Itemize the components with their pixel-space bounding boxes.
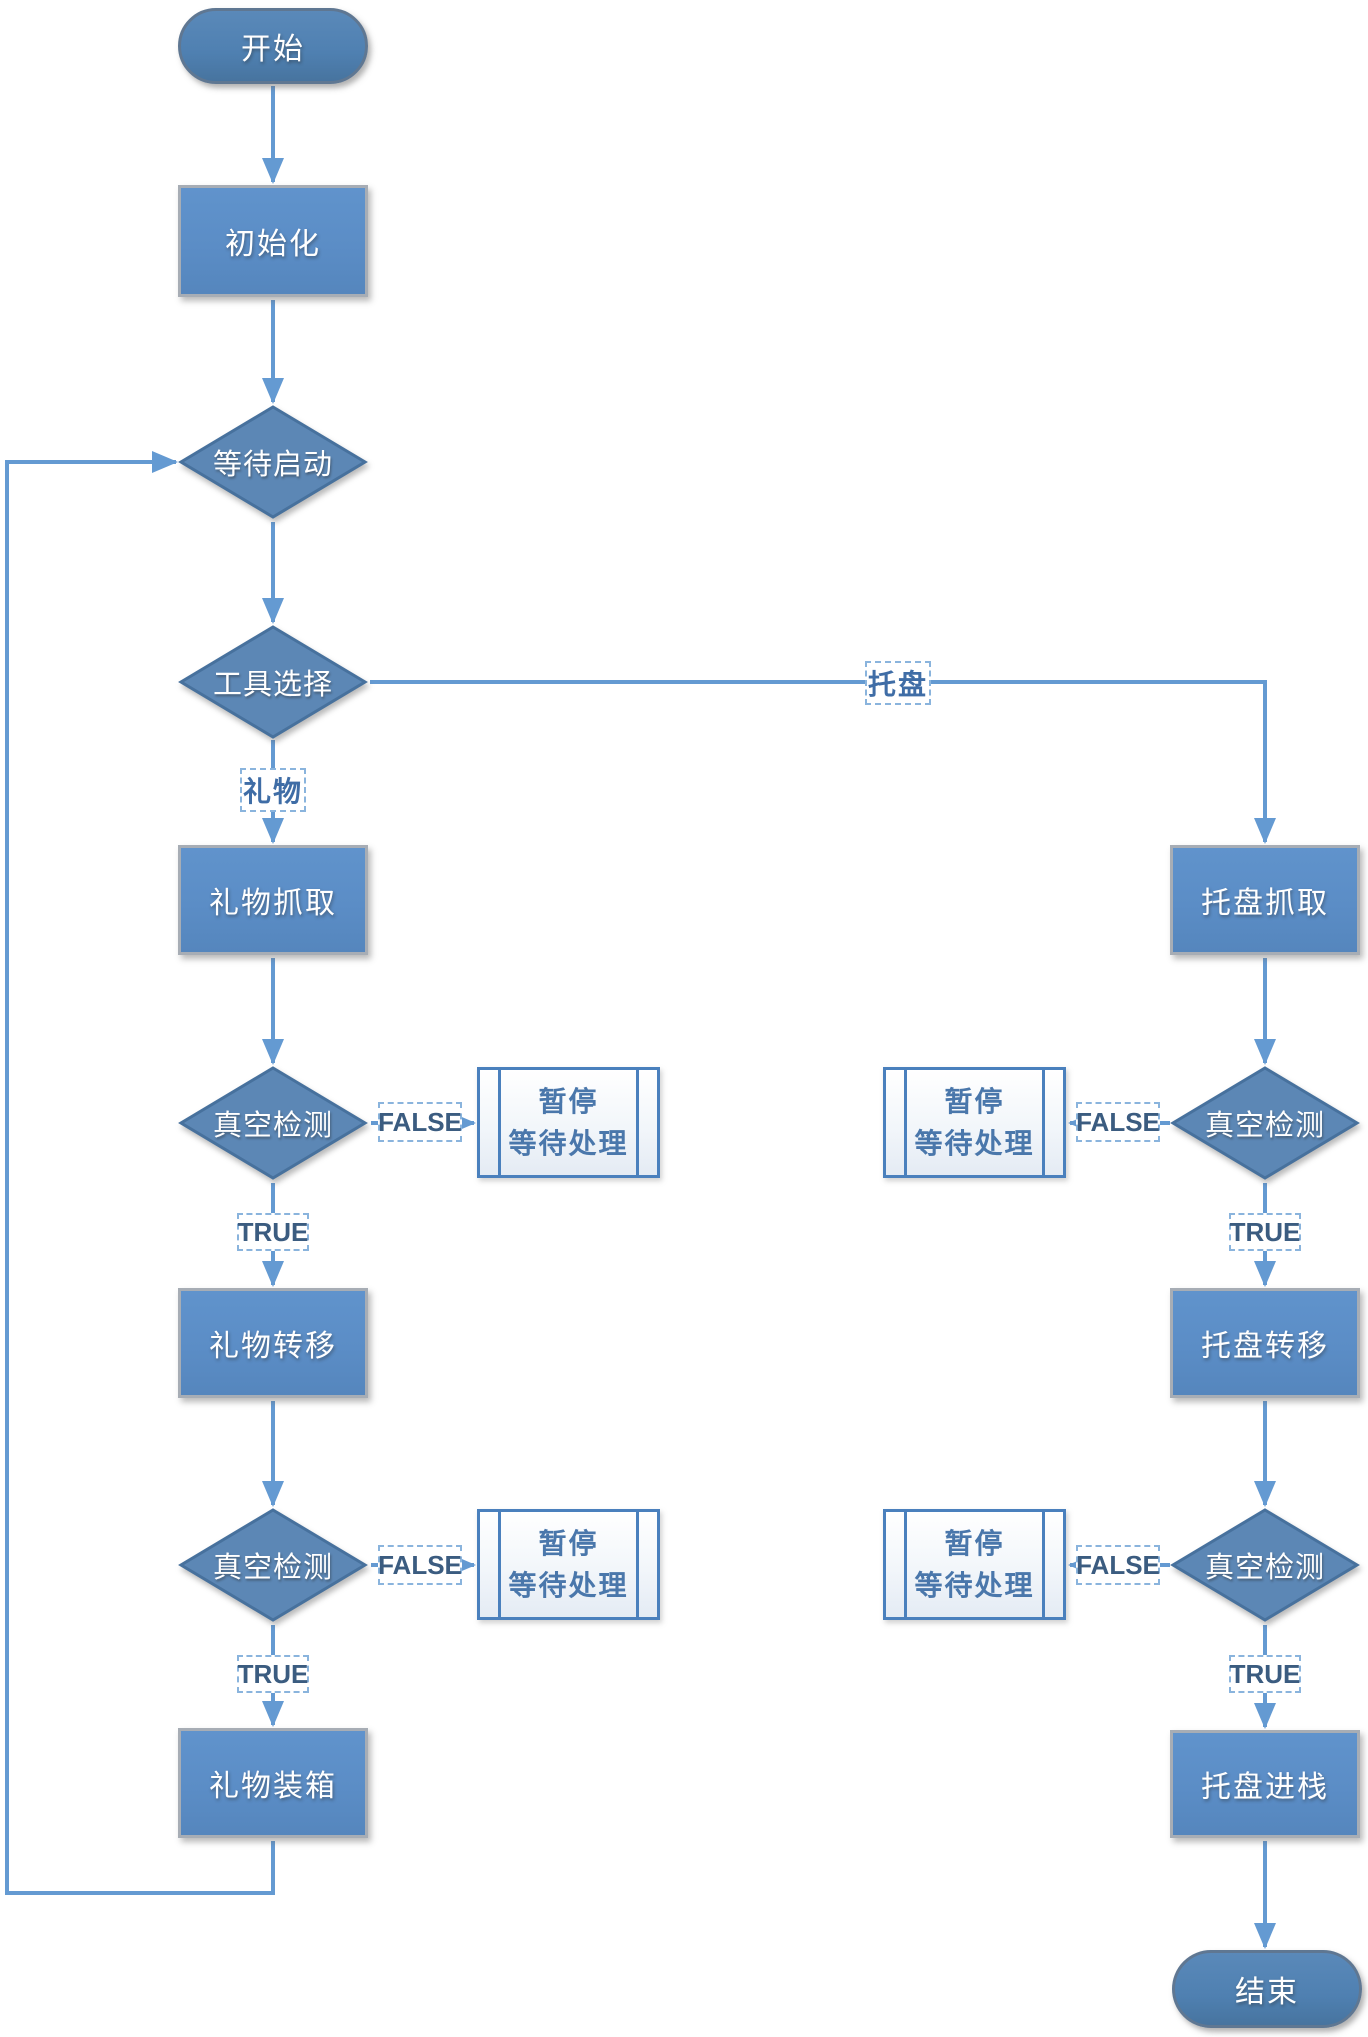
gift-grab-process: 礼物抓取 <box>178 845 368 955</box>
edge-label-true: TRUE <box>237 1655 309 1693</box>
tray-grab-process: 托盘抓取 <box>1170 845 1360 955</box>
end-label: 结束 <box>1235 1976 1299 2009</box>
vacuum-check-label: 真空检测 <box>212 1552 333 1584</box>
pause-subroutine-left-1: 暂停 等待处理 <box>477 1067 660 1178</box>
tool-select-decision: 工具选择 <box>178 625 368 739</box>
vacuum-check-decision-left-2: 真空检测 <box>178 1508 368 1622</box>
edge-label-gift: 礼物 <box>240 768 306 812</box>
pause-line2: 等待处理 <box>508 1127 629 1159</box>
vacuum-check-label: 真空检测 <box>1204 1552 1325 1584</box>
tray-push-label: 托盘进栈 <box>1201 1771 1329 1804</box>
start-terminator: 开始 <box>178 8 368 84</box>
diamond-shape <box>178 1508 368 1622</box>
pause-line2: 等待处理 <box>914 1569 1035 1601</box>
pause-line1: 暂停 <box>538 1527 599 1559</box>
gift-boxing-process: 礼物装箱 <box>178 1728 368 1838</box>
pause-line2: 等待处理 <box>508 1569 629 1601</box>
edge-label-false: FALSE <box>1076 1102 1160 1142</box>
edge-label-true: TRUE <box>1229 1213 1301 1251</box>
edge-label-true: TRUE <box>1229 1655 1301 1693</box>
tray-push-process: 托盘进栈 <box>1170 1730 1360 1838</box>
tray-transfer-label: 托盘转移 <box>1201 1330 1329 1363</box>
gift-boxing-label: 礼物装箱 <box>209 1770 337 1803</box>
tray-grab-label: 托盘抓取 <box>1201 887 1329 920</box>
diamond-shape <box>1170 1066 1360 1180</box>
init-process: 初始化 <box>178 185 368 297</box>
pause-line2: 等待处理 <box>914 1127 1035 1159</box>
gift-grab-label: 礼物抓取 <box>209 887 337 920</box>
tool-select-label: 工具选择 <box>212 669 333 701</box>
pause-line1: 暂停 <box>944 1527 1005 1559</box>
vacuum-check-label: 真空检测 <box>1204 1110 1325 1142</box>
edge-label-false: FALSE <box>378 1102 462 1142</box>
wait-start-decision: 等待启动 <box>178 405 368 519</box>
pause-line1: 暂停 <box>944 1085 1005 1117</box>
diamond-shape <box>178 405 368 519</box>
wait-start-label: 等待启动 <box>212 449 333 481</box>
gift-transfer-process: 礼物转移 <box>178 1288 368 1398</box>
pause-subroutine-right-2: 暂停 等待处理 <box>883 1509 1066 1620</box>
init-label: 初始化 <box>225 228 321 261</box>
vacuum-check-decision-right-1: 真空检测 <box>1170 1066 1360 1180</box>
vacuum-check-decision-left-1: 真空检测 <box>178 1066 368 1180</box>
edge-label-false: FALSE <box>1076 1545 1160 1585</box>
diamond-shape <box>1170 1508 1360 1622</box>
edge-label-true: TRUE <box>237 1213 309 1251</box>
diamond-shape <box>178 625 368 739</box>
vacuum-check-label: 真空检测 <box>212 1110 333 1142</box>
edge-label-tray: 托盘 <box>865 661 931 705</box>
pause-subroutine-left-2: 暂停 等待处理 <box>477 1509 660 1620</box>
end-terminator: 结束 <box>1172 1950 1362 2028</box>
diamond-shape <box>178 1066 368 1180</box>
pause-line1: 暂停 <box>538 1085 599 1117</box>
start-label: 开始 <box>241 33 305 66</box>
vacuum-check-decision-right-2: 真空检测 <box>1170 1508 1360 1622</box>
edge-label-false: FALSE <box>378 1545 462 1585</box>
gift-transfer-label: 礼物转移 <box>209 1330 337 1363</box>
pause-subroutine-right-1: 暂停 等待处理 <box>883 1067 1066 1178</box>
tray-transfer-process: 托盘转移 <box>1170 1288 1360 1398</box>
